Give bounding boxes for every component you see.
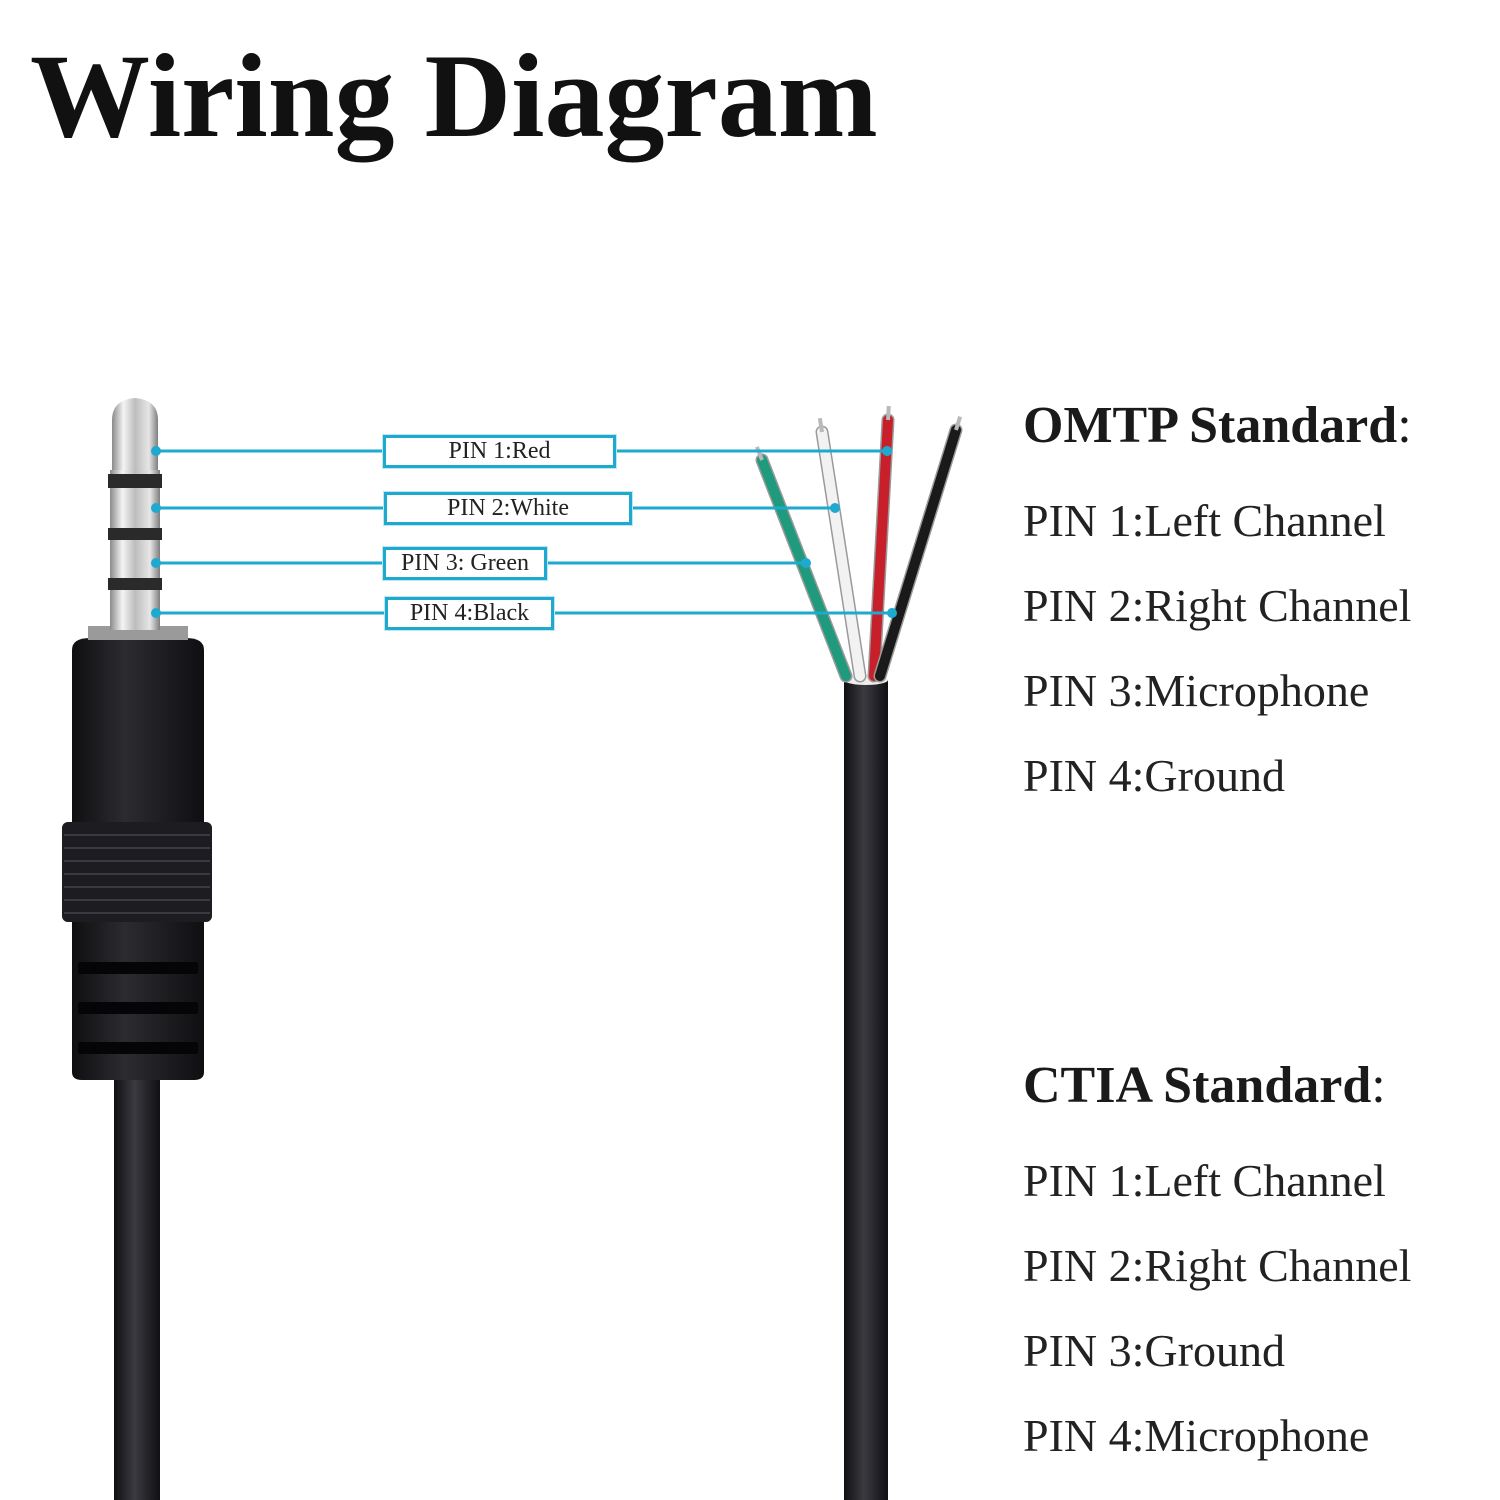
omtp-heading-colon: :: [1397, 397, 1412, 454]
wire-strand-4: [954, 416, 963, 431]
ctia-standard-heading: CTIA Standard:: [1023, 1060, 1386, 1112]
leader-dot-4-plug: [151, 608, 161, 618]
pin-label-2: PIN 2:White: [384, 492, 632, 525]
wire-strand-1: [886, 405, 891, 421]
bare-wires: [755, 405, 963, 683]
pin-label-4: PIN 4:Black: [385, 597, 554, 630]
wire-4: [875, 425, 961, 681]
plug-cable: [114, 1070, 160, 1500]
pin-label-3: PIN 3: Green: [383, 547, 547, 580]
leader-dot-4-wire: [887, 608, 897, 618]
wire-cable: [844, 675, 888, 1500]
page-title: Wiring Diagram: [30, 29, 878, 162]
ctia-pin-2: PIN 2:Right Channel: [1023, 1240, 1412, 1291]
plug-body: [62, 626, 212, 1080]
ctia-pin-3: PIN 3:Ground: [1023, 1325, 1285, 1376]
wire-strand-2: [817, 417, 824, 433]
leader-dot-1-wire: [882, 446, 892, 456]
ctia-pin-4: PIN 4:Microphone: [1023, 1410, 1370, 1461]
omtp-standard-heading: OMTP Standard:: [1023, 400, 1412, 452]
leader-dot-3-wire: [801, 558, 811, 568]
wire-2: [817, 427, 865, 681]
pin-label-1: PIN 1:Red: [383, 435, 616, 468]
wire-strand-3: [755, 446, 764, 461]
plug-grip-ridges: [64, 834, 210, 914]
omtp-pin-4: PIN 4:Ground: [1023, 750, 1285, 801]
leader-dot-3-plug: [151, 558, 161, 568]
ctia-heading-colon: :: [1371, 1057, 1386, 1114]
ctia-pin-1: PIN 1:Left Channel: [1023, 1155, 1386, 1206]
plug-tip: [108, 398, 162, 630]
leader-dot-2-wire: [830, 503, 840, 513]
omtp-pin-2: PIN 2:Right Channel: [1023, 580, 1412, 631]
leader-dot-1-plug: [151, 446, 161, 456]
plug-vent-slots: [78, 962, 198, 1054]
wire-3: [757, 455, 851, 681]
omtp-pin-3: PIN 3:Microphone: [1023, 665, 1370, 716]
leader-dot-2-plug: [151, 503, 161, 513]
wire-1: [869, 415, 893, 681]
omtp-standard-name: OMTP Standard: [1023, 397, 1398, 454]
ctia-standard-name: CTIA Standard: [1023, 1057, 1372, 1114]
omtp-pin-1: PIN 1:Left Channel: [1023, 495, 1386, 546]
